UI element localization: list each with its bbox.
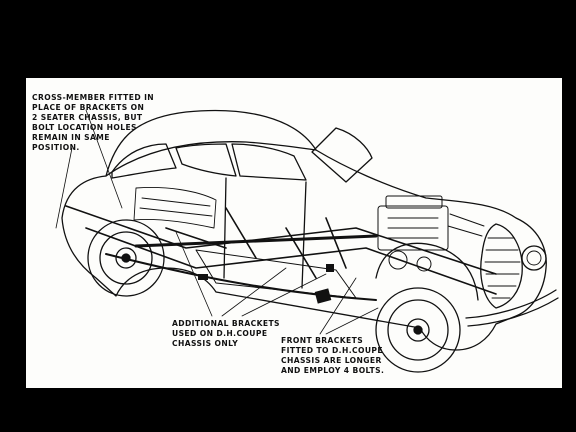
callout-front-brackets: FRONT BRACKETS FITTED TO D.H.COUPE CHASS…	[281, 336, 385, 375]
leader-front-a	[319, 277, 357, 335]
side-window-rear	[175, 143, 237, 177]
rear-window	[111, 143, 177, 179]
callout-additional-brackets: ADDITIONAL BRACKETS USED ON D.H.COUPE CH…	[172, 319, 280, 348]
radiator-grille	[480, 223, 523, 309]
exhaust-pipe	[105, 253, 377, 301]
leader-lines	[55, 109, 379, 335]
leader-additional-a	[175, 231, 213, 317]
leader-front-b	[325, 307, 379, 335]
leader-cross-member	[85, 109, 123, 209]
windscreen	[311, 127, 373, 183]
door-line	[223, 177, 307, 289]
side-window-front	[231, 143, 307, 181]
engine	[377, 195, 485, 272]
rear-seat	[133, 187, 217, 229]
car-cutaway-drawing	[55, 109, 559, 373]
headlamp	[521, 245, 547, 271]
roof-line	[105, 141, 317, 177]
callout-cross-member: CROSS-MEMBER FITTED IN PLACE OF BRACKETS…	[32, 93, 155, 152]
leader-cross-member-2	[55, 147, 73, 229]
propeller-shaft	[134, 234, 378, 248]
bracket-hatching	[198, 264, 334, 304]
front-wing	[375, 242, 479, 301]
cutaway-illustration-plate: CROSS-MEMBER FITTED IN PLACE OF BRACKETS…	[26, 78, 562, 388]
leader-additional-b	[221, 267, 287, 317]
front-bumper	[465, 289, 559, 327]
leader-additional-c	[241, 273, 327, 317]
front-wheel	[375, 287, 461, 373]
